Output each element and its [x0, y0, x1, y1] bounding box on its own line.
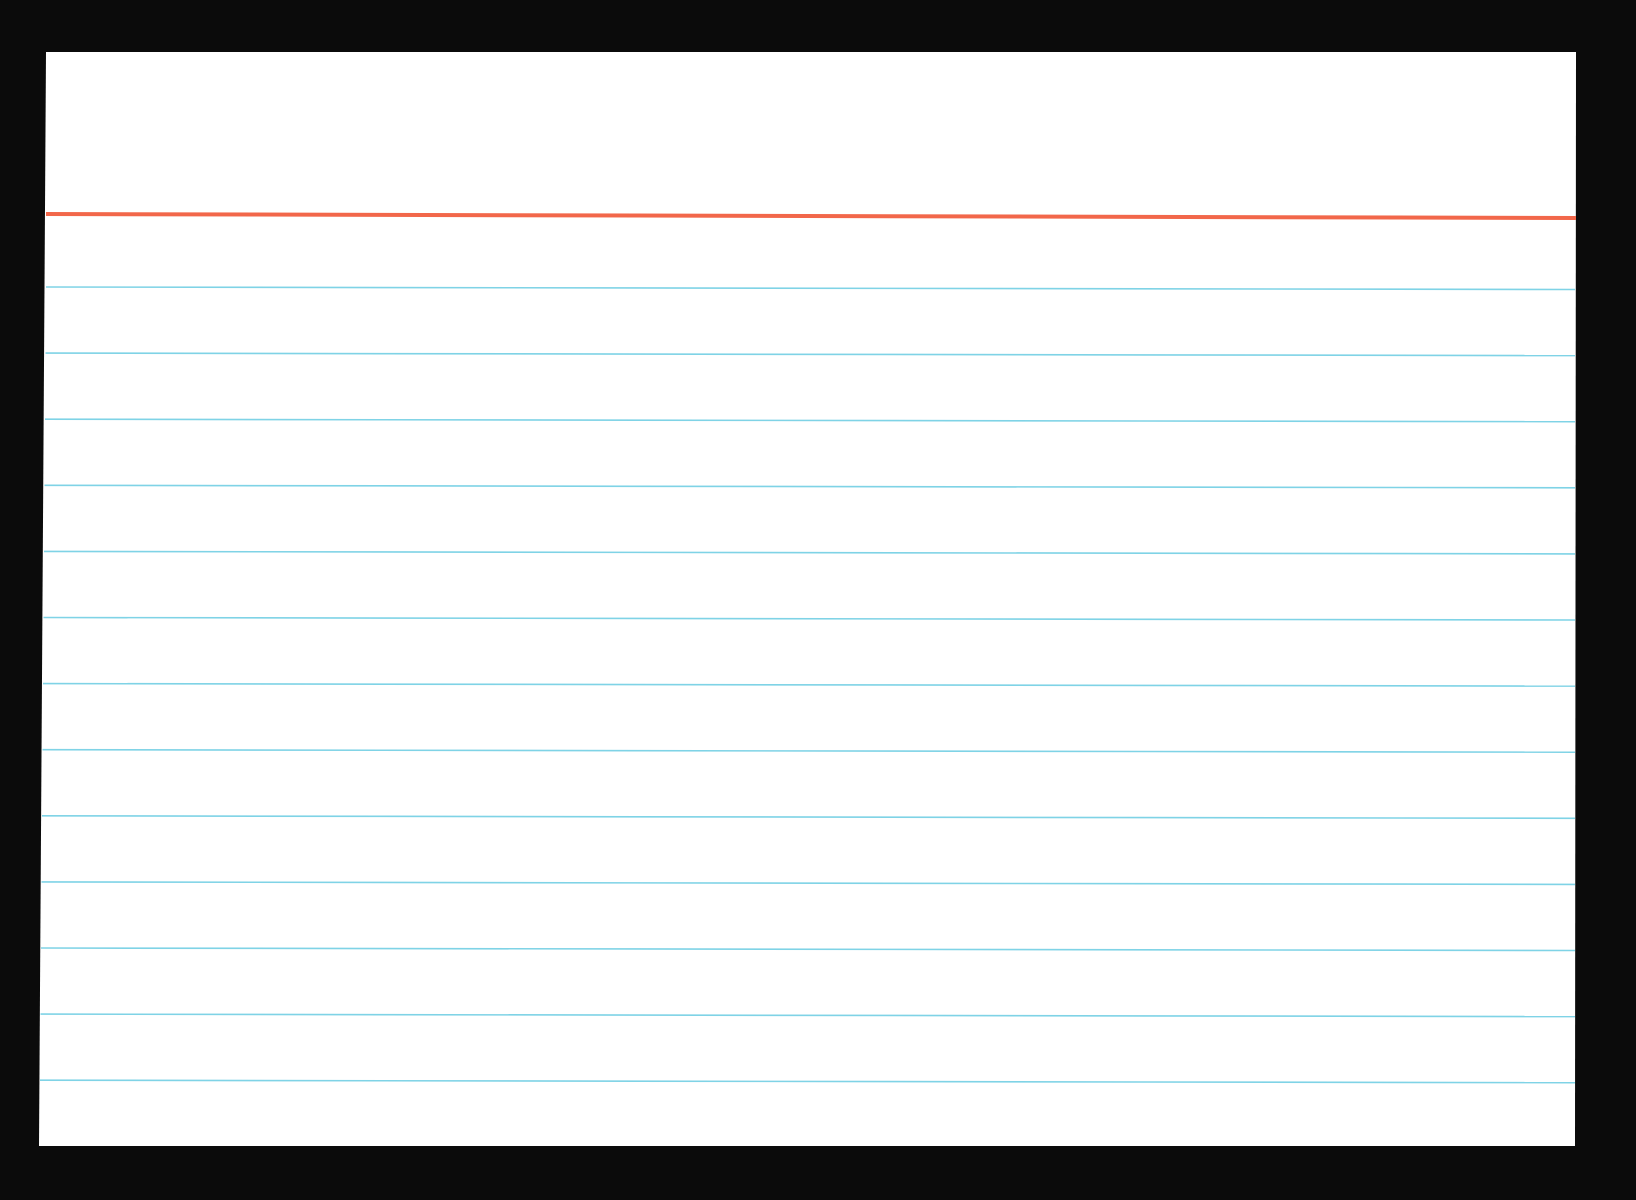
ruled-line [41, 881, 1576, 886]
index-card [39, 52, 1576, 1146]
ruled-line [42, 748, 1576, 754]
ruled-lines [39, 286, 1576, 1084]
ruled-line [43, 616, 1576, 621]
ruled-line [44, 418, 1576, 423]
ruled-line [45, 286, 1576, 291]
ruled-line [40, 947, 1576, 952]
ruled-line [43, 550, 1576, 555]
ruled-line [45, 352, 1576, 357]
ruled-line [40, 1013, 1576, 1018]
ruled-line [42, 682, 1576, 687]
header-rule-red [45, 212, 1577, 220]
ruled-line [41, 814, 1576, 820]
ruled-line [44, 484, 1576, 489]
ruled-line [39, 1079, 1576, 1084]
